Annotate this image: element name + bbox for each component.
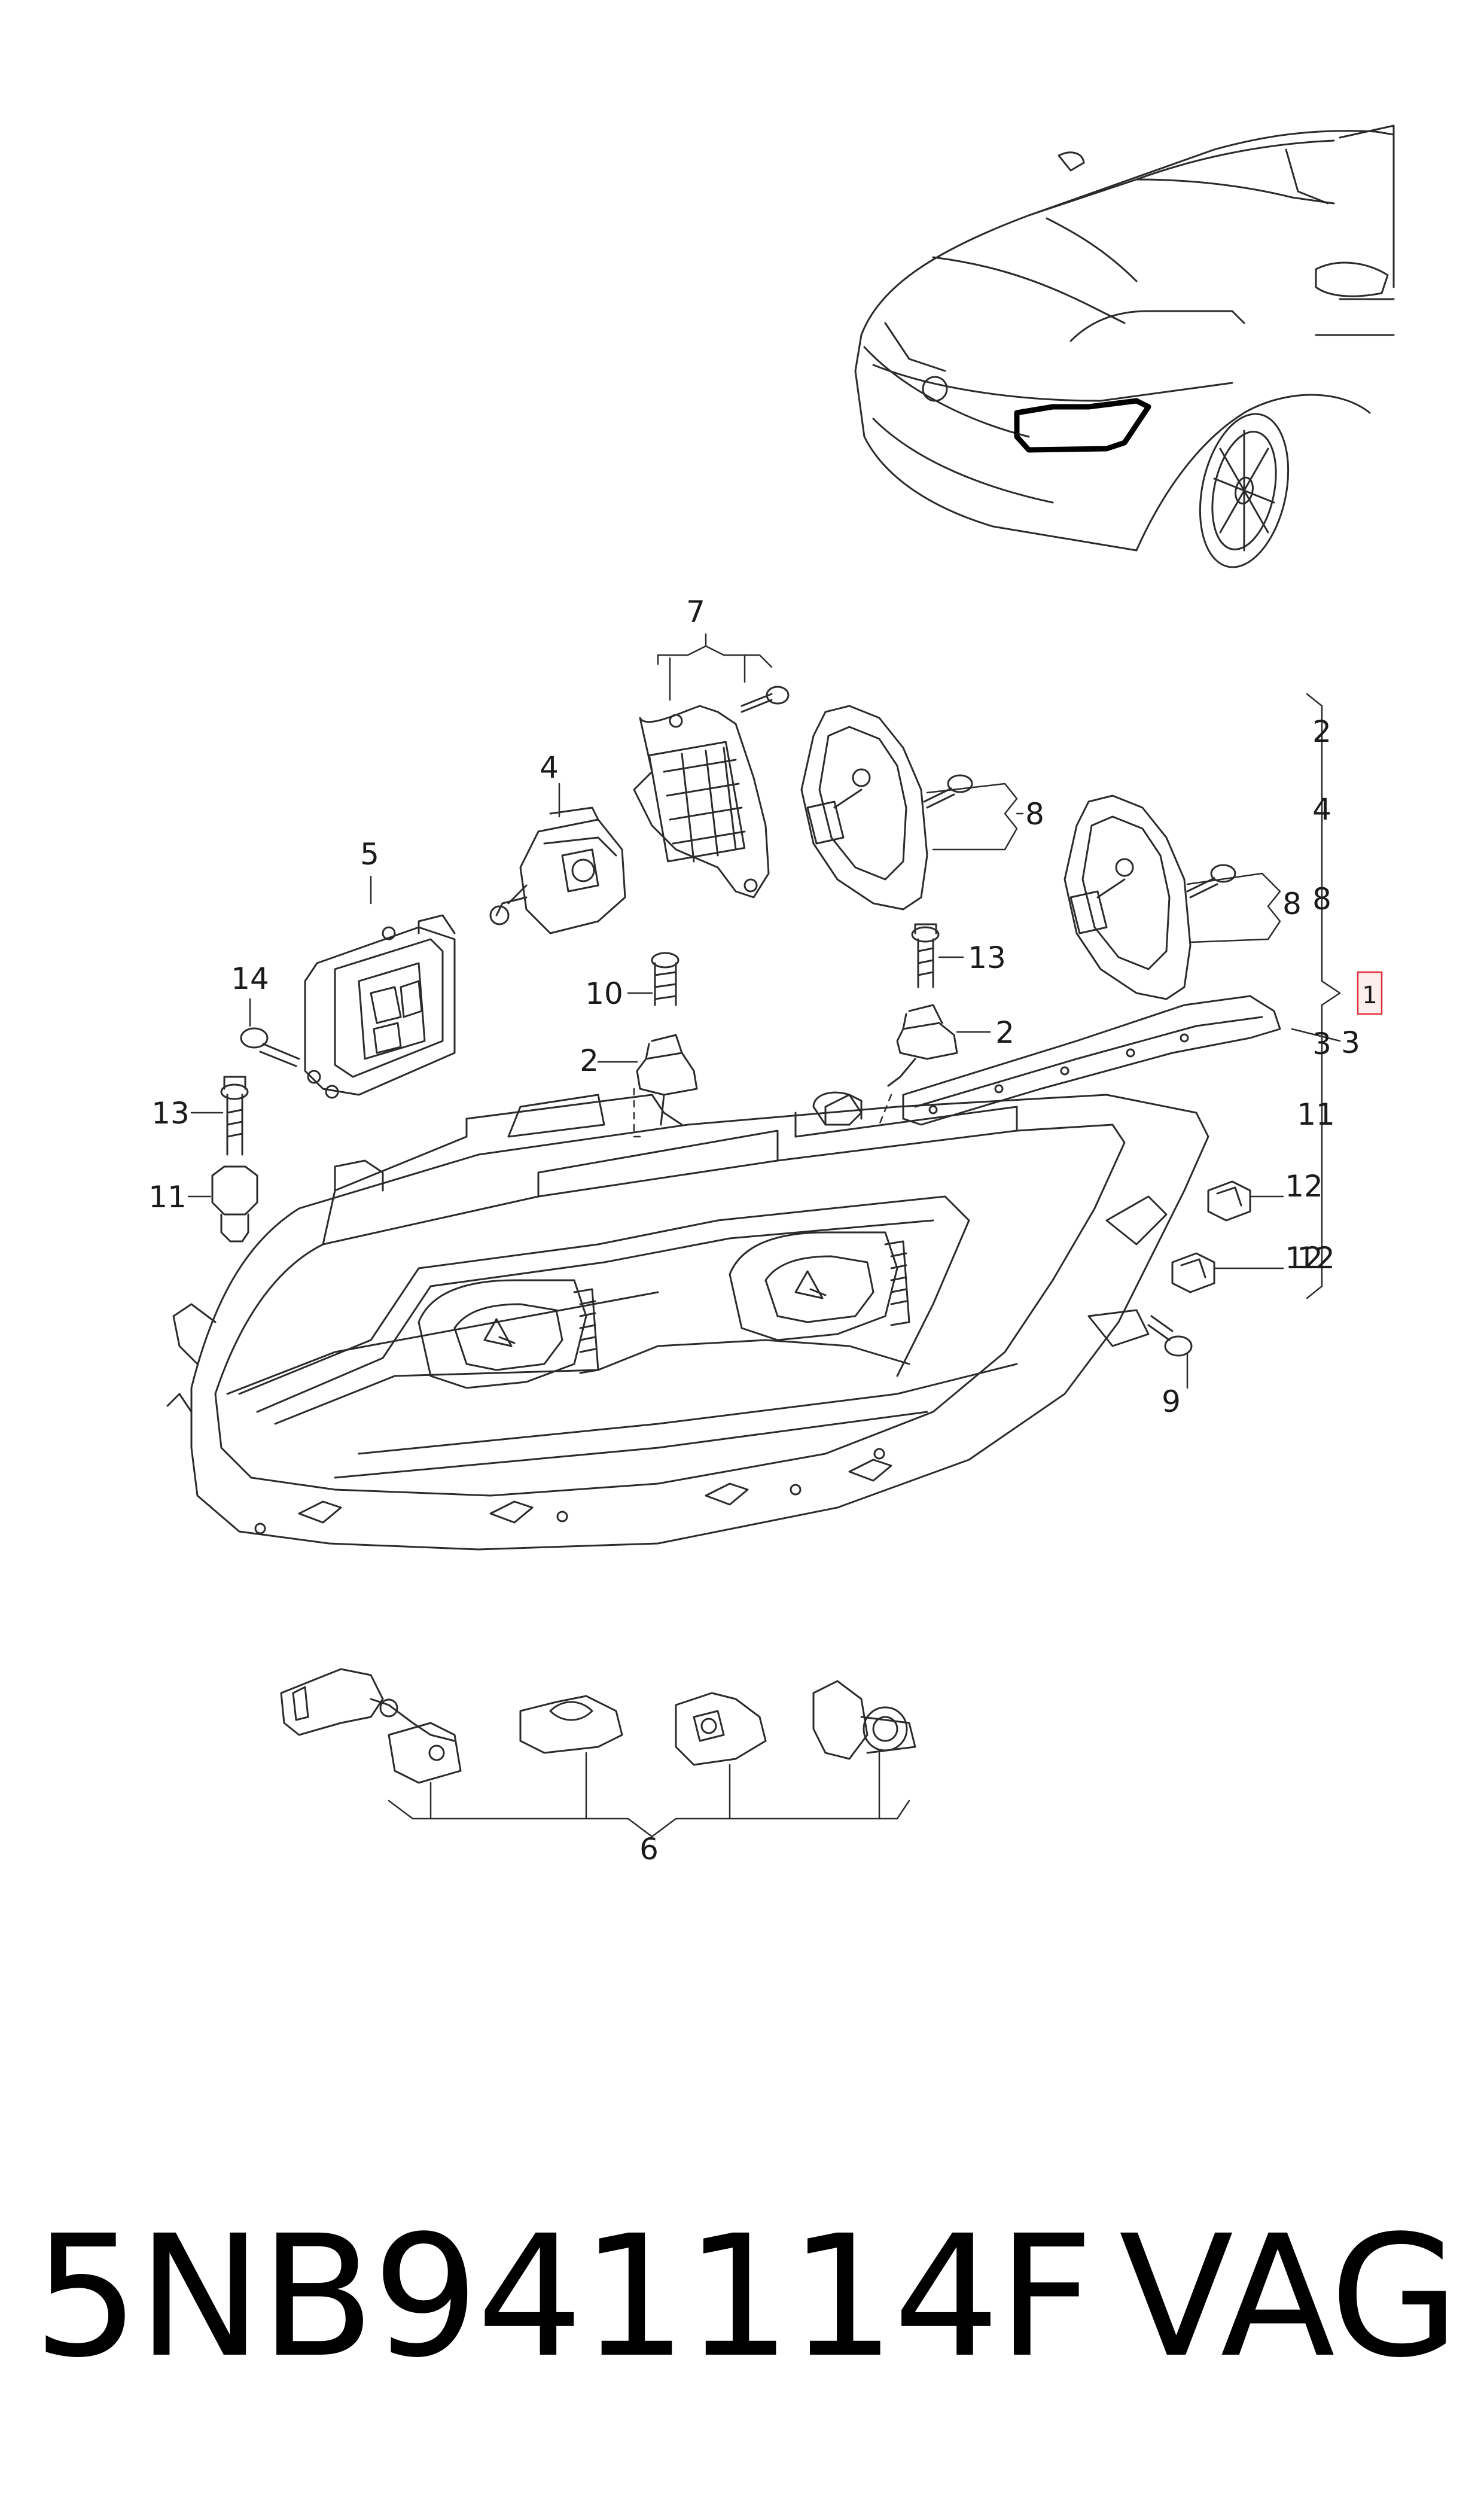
callout-labels: 7 4 5 14 13 11 10 2 13 2 8 8 3 12 12 9 6 <box>148 595 1360 1867</box>
assembly-label: 1 <box>1362 982 1377 1009</box>
list-item-12: 12 <box>1297 1241 1335 1275</box>
part-11-bracket <box>211 1165 258 1243</box>
part-14-screw <box>240 1027 300 1067</box>
part-2-clip-center <box>636 1034 698 1126</box>
part-12-clip-upper <box>1207 1180 1251 1222</box>
callout-12-lower: 12 <box>1285 1241 1323 1275</box>
leader-lines <box>187 633 1341 1838</box>
callout-7: 7 <box>686 595 705 629</box>
callout-6: 6 <box>639 1832 659 1867</box>
part-10-screw <box>651 952 679 1006</box>
part-13-screw-right <box>911 923 940 988</box>
part-7-frame <box>633 686 790 899</box>
part-6-repair-kit <box>280 1668 916 1784</box>
callout-14: 14 <box>231 961 269 996</box>
callout-13-left: 13 <box>151 1096 190 1131</box>
assembly-parts-list: 2 4 8 3 11 12 <box>1297 714 1335 1275</box>
callout-2-center: 2 <box>580 1043 599 1078</box>
part-5-control-unit <box>304 914 456 1099</box>
callout-3: 3 <box>1341 1025 1360 1060</box>
part-8-led-module-b <box>1064 794 1236 1000</box>
callout-12-upper: 12 <box>1285 1169 1323 1204</box>
part-3-trim-strip <box>902 995 1281 1126</box>
callout-8-b: 8 <box>1282 887 1302 921</box>
part-13-screw-left <box>220 1076 249 1156</box>
callout-4: 4 <box>540 750 559 785</box>
callout-5: 5 <box>360 837 379 872</box>
list-item-3: 3 <box>1312 1027 1331 1061</box>
part-9-screw <box>1147 1315 1193 1357</box>
list-item-11: 11 <box>1297 1097 1335 1132</box>
part-4-motor <box>489 806 626 934</box>
vehicle-illustration <box>854 124 1395 568</box>
callout-10: 10 <box>585 976 623 1011</box>
brand-label: VAG <box>1119 2200 1459 2395</box>
part-12-clip-lower <box>1171 1252 1215 1293</box>
callout-2-right: 2 <box>995 1015 1014 1050</box>
callout-8-a: 8 <box>1025 797 1044 832</box>
part-8-led-module-a <box>800 705 973 911</box>
callout-9: 9 <box>1162 1384 1181 1419</box>
headlamp-housing <box>166 1091 1209 1551</box>
list-item-8: 8 <box>1312 882 1331 917</box>
part-2-clip-right <box>887 1004 958 1087</box>
callout-11-left: 11 <box>148 1180 187 1214</box>
assembly-label-box: 1 <box>1357 971 1383 1015</box>
callout-13-right: 13 <box>968 940 1006 975</box>
list-item-2: 2 <box>1312 714 1331 749</box>
part-number: 5NB941114F <box>33 2200 1094 2395</box>
list-item-4: 4 <box>1312 792 1331 827</box>
